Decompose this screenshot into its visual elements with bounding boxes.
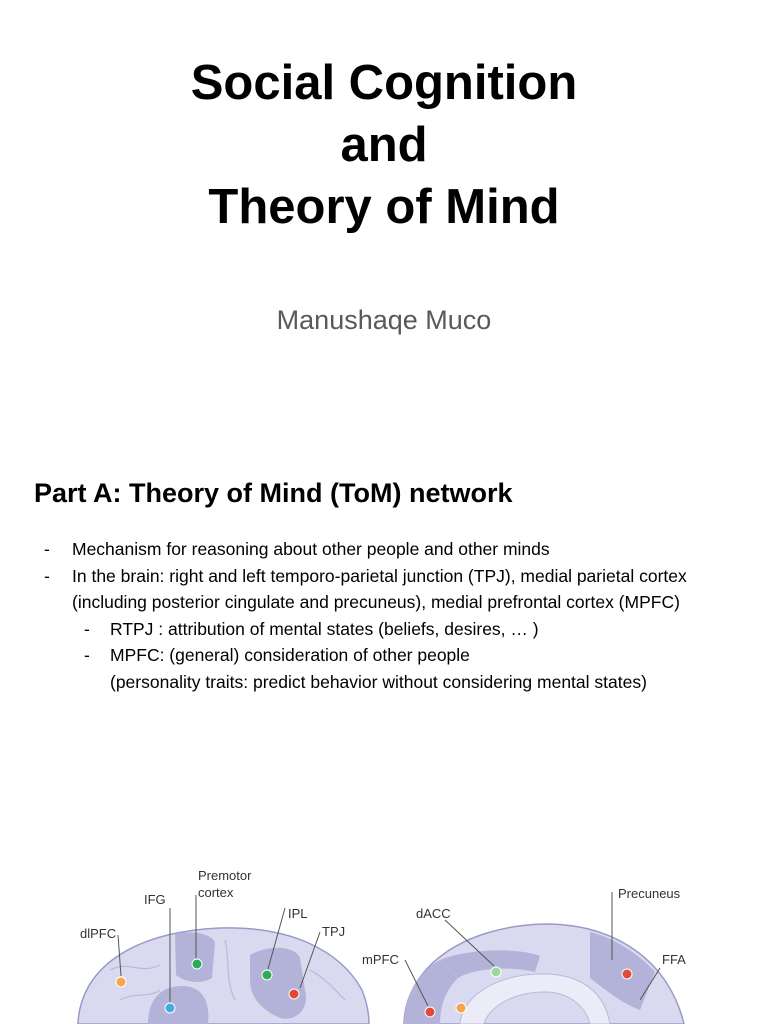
medial-leader-lines — [404, 892, 661, 1007]
bullet-text: RTPJ : attribution of mental states (bel… — [110, 618, 539, 639]
dot-mpfc — [424, 1006, 436, 1018]
region-dacc — [440, 950, 540, 978]
bullet-text: MPFC: (general) consideration of other p… — [110, 645, 470, 665]
sub-bullet-item: - RTPJ : attribution of mental states (b… — [0, 616, 768, 643]
dot-premotor — [191, 958, 203, 970]
label-dacc: dACC — [416, 906, 451, 921]
label-ipl: IPL — [288, 906, 308, 921]
bullet-text: Mechanism for reasoning about other peop… — [72, 539, 550, 559]
region-mpfc — [404, 960, 458, 1024]
dot-dacc — [490, 966, 502, 978]
bullet-item: - In the brain: right and left temporo-p… — [0, 563, 768, 616]
label-ifg: IFG — [144, 892, 166, 907]
label-tpj: TPJ — [322, 924, 345, 939]
label-mpfc: mPFC — [362, 952, 399, 967]
medial-brain-view: dACC Precuneus mPFC FFA — [362, 886, 686, 1024]
author-name: Manushaqe Muco — [276, 305, 492, 335]
label-precuneus: Precuneus — [618, 886, 681, 901]
bullet-list: - Mechanism for reasoning about other pe… — [0, 536, 768, 695]
bullet-dash: - — [44, 565, 50, 586]
lateral-brain-outline — [77, 927, 370, 1024]
section-heading: Part A: Theory of Mind (ToM) network — [34, 478, 513, 508]
brain-figure: Premotor cortex IFG IPL dlPFC TPJ dACC P… — [77, 868, 686, 1024]
title-line-1: Social Cognition — [190, 56, 578, 110]
bullet-dash: - — [44, 539, 50, 559]
title-line-2: and — [340, 118, 428, 172]
lateral-brain-view: Premotor cortex IFG IPL dlPFC TPJ — [77, 868, 370, 1024]
slide-title: Social Cognition and Theory of Mind — [0, 52, 768, 238]
dot-tpj — [288, 988, 300, 1000]
dot-ipl — [261, 969, 273, 981]
region-ipl-tpj — [250, 947, 306, 1019]
bullet-text: In the brain: right and left temporo-par… — [72, 565, 687, 613]
label-dlpfc: dlPFC — [80, 926, 116, 941]
dot-ifg — [164, 1002, 176, 1014]
lateral-leader-lines — [117, 895, 321, 1002]
sub-bullet-item: - MPFC: (general) consideration of other… — [0, 642, 768, 695]
bullet-continuation: (personality traits: predict behavior wi… — [110, 671, 647, 692]
title-line-3: Theory of Mind — [208, 180, 560, 234]
region-ifg — [148, 985, 209, 1024]
bullet-dash: - — [84, 645, 90, 665]
lateral-sulci — [109, 939, 346, 1001]
label-premotor-2: cortex — [198, 885, 234, 900]
bullet-item: - Mechanism for reasoning about other pe… — [0, 536, 768, 563]
label-premotor-1: Premotor — [198, 868, 252, 883]
dot-precuneus — [621, 968, 633, 980]
label-ffa: FFA — [662, 952, 686, 967]
region-premotor — [175, 932, 215, 982]
bullet-dash: - — [84, 618, 90, 639]
dot-mpfc-2 — [455, 1002, 467, 1014]
dot-dlpfc — [115, 976, 127, 988]
